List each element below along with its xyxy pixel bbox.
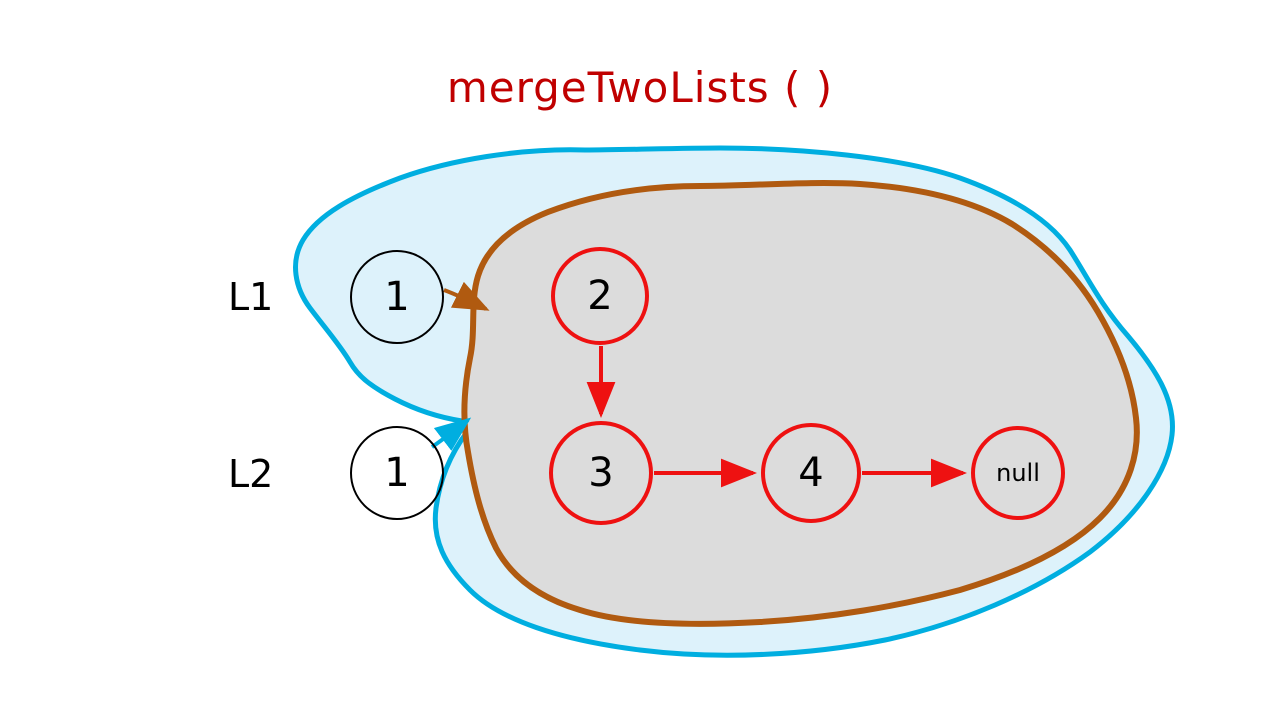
node-label: 1	[384, 450, 410, 496]
node-null: null	[971, 426, 1065, 520]
node-label: 1	[384, 274, 410, 320]
node-label: null	[996, 459, 1040, 487]
node-label: 3	[588, 450, 614, 496]
page-title: mergeTwoLists ( )	[446, 63, 834, 112]
node-l1-head: 1	[350, 250, 444, 344]
edge-l1-to-region	[443, 281, 490, 311]
list-label-l2: L2	[228, 452, 274, 496]
node-label: 2	[587, 273, 613, 319]
list-label-l1: L1	[228, 275, 274, 319]
node-4: 4	[761, 423, 861, 523]
node-2: 2	[551, 247, 649, 345]
node-label: 4	[798, 450, 824, 496]
node-l2-head: 1	[350, 426, 444, 520]
node-3: 3	[549, 421, 653, 525]
inner-region-blob	[461, 180, 1140, 627]
